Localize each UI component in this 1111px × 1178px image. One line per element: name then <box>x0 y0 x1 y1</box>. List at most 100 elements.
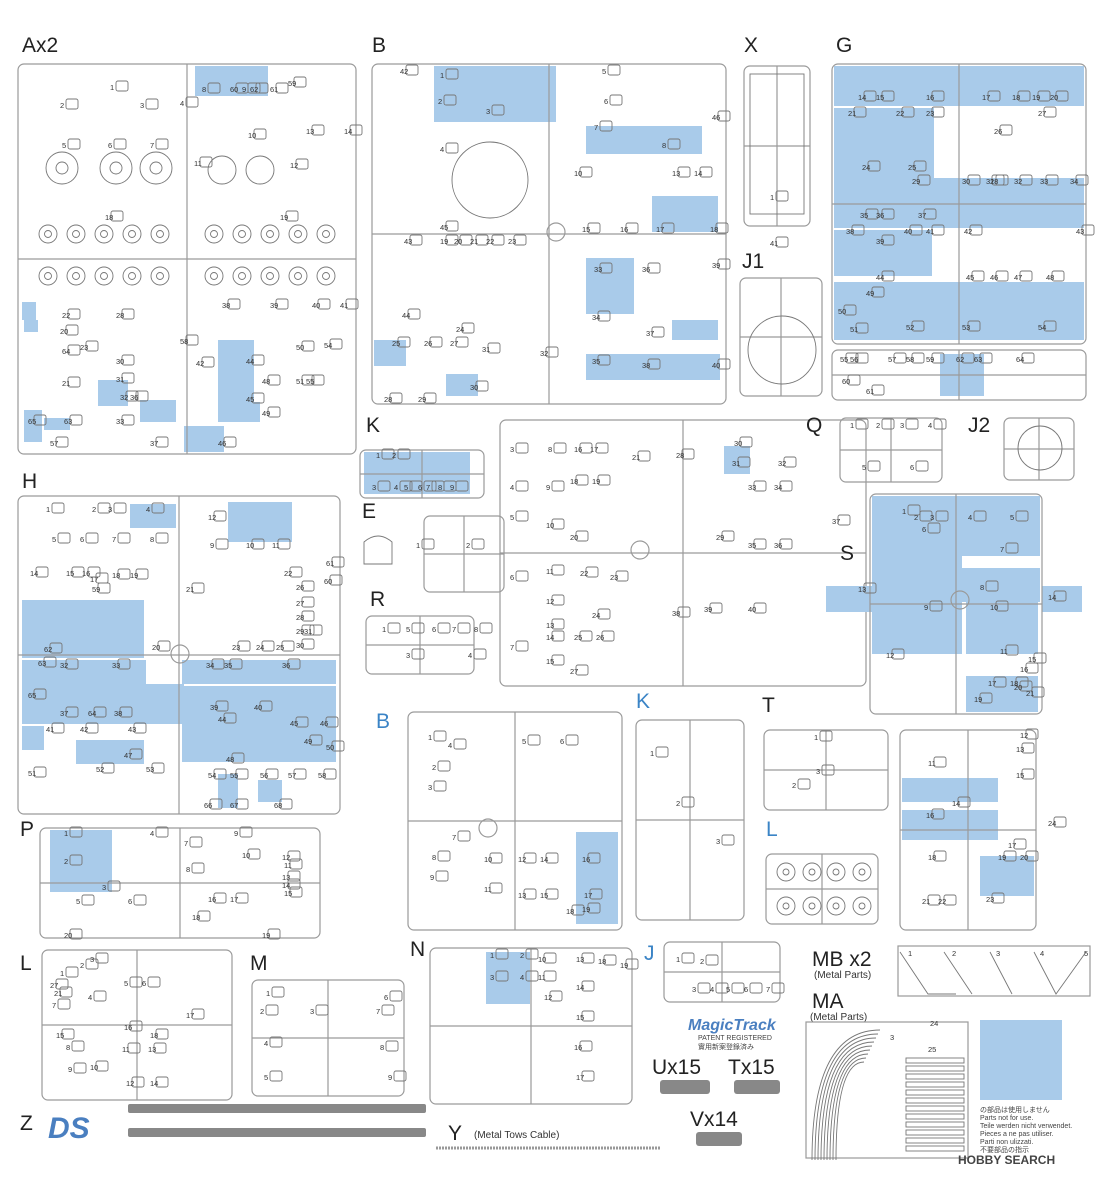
part-number: 50 <box>838 307 846 316</box>
turret-ring <box>747 315 817 385</box>
part-number: 62 <box>956 355 964 364</box>
part-outline <box>235 82 249 94</box>
fender-arc <box>817 1037 877 1161</box>
part-number: 13 <box>306 127 314 136</box>
metal-strip <box>905 1137 965 1144</box>
road-wheel-hub <box>238 230 246 238</box>
part-number: 22 <box>938 897 946 906</box>
part-number: 8 <box>150 535 154 544</box>
part-outline <box>597 608 611 620</box>
part-outline <box>969 224 983 236</box>
sprue-q: Q <box>806 414 943 483</box>
part-outline <box>445 234 459 246</box>
sprue-l2: L <box>765 818 879 925</box>
part-number: 21 <box>62 379 70 388</box>
part-number: 19 <box>582 905 590 914</box>
sprue-tr <box>899 729 1037 931</box>
part-number: 16 <box>208 895 216 904</box>
part-outline <box>571 904 585 916</box>
part-outline <box>235 768 249 780</box>
part-number: 6 <box>80 535 84 544</box>
part-number: 2 <box>60 101 64 110</box>
part-number: 3 <box>428 783 432 792</box>
part-outline <box>201 356 215 368</box>
sprue-label: Q <box>806 414 822 437</box>
vx-link <box>696 1132 742 1146</box>
part-number: 57 <box>888 355 896 364</box>
part-number: 15 <box>56 1031 64 1040</box>
part-number: 43 <box>128 725 136 734</box>
part-number: 22 <box>486 237 494 246</box>
part-outline <box>603 954 617 966</box>
sprue-x: X <box>743 34 811 227</box>
sprue-k2: K <box>635 690 745 921</box>
part-number: 11 <box>928 759 936 768</box>
part-outline <box>287 870 301 882</box>
part-outline <box>301 580 315 592</box>
ma-label: MA <box>812 990 844 1013</box>
part-number: 13 <box>672 169 680 178</box>
part-number: 3 <box>140 101 144 110</box>
part-number: 6 <box>108 141 112 150</box>
part-outline <box>515 480 529 492</box>
part-number: 1 <box>814 733 818 742</box>
part-outline <box>437 760 451 772</box>
part-number: 56 <box>260 771 268 780</box>
part-number: 14 <box>952 799 960 808</box>
part-outline <box>581 952 595 964</box>
part-outline <box>95 1060 109 1072</box>
return-roller-hub <box>782 868 790 876</box>
part-number: 15 <box>1016 771 1024 780</box>
metal-strip <box>905 1129 965 1136</box>
part-number: 24 <box>862 163 870 172</box>
part-number: 15 <box>284 889 292 898</box>
part-number: 18 <box>105 213 113 222</box>
road-wheel <box>232 266 252 286</box>
part-number: 6 <box>510 573 514 582</box>
part-number: 33 <box>116 417 124 426</box>
part-number: 20 <box>64 931 72 940</box>
part-outline <box>110 210 124 222</box>
part-number: 64 <box>88 709 96 718</box>
part-outline <box>931 808 945 820</box>
part-outline <box>301 340 315 352</box>
road-wheel-hub <box>72 230 80 238</box>
part-number: 38 <box>672 609 680 618</box>
part-number: 8 <box>438 483 442 492</box>
part-outline <box>117 568 131 580</box>
sprocket-hub <box>149 161 163 175</box>
tx-link <box>734 1080 780 1094</box>
part-number: 49 <box>262 409 270 418</box>
part-outline <box>1081 224 1095 236</box>
part-outline <box>289 566 303 578</box>
sprue-m: M <box>250 952 405 1097</box>
part-outline <box>523 888 537 900</box>
part-number: 29 <box>716 533 724 542</box>
part-outline <box>625 222 639 234</box>
part-outline <box>863 90 877 102</box>
road-wheel <box>66 266 86 286</box>
part-number: 9 <box>242 85 246 94</box>
road-wheel <box>232 224 252 244</box>
part-outline <box>65 324 79 336</box>
part-outline <box>967 174 981 186</box>
part-number: 37 <box>832 517 840 526</box>
part-number: 3 <box>310 1007 314 1016</box>
not-used-area <box>980 856 1034 896</box>
part-outline <box>919 510 933 522</box>
part-number: 20 <box>1050 93 1058 102</box>
part-outline <box>855 322 869 334</box>
part-number: 51 <box>850 325 858 334</box>
road-wheel-hub <box>72 272 80 280</box>
not-used-area <box>44 418 70 430</box>
part-number: 3 <box>692 985 696 994</box>
road-wheel-hub <box>156 272 164 280</box>
part-outline <box>1019 680 1033 692</box>
part-outline <box>589 888 603 900</box>
part-number: 2 <box>80 961 84 970</box>
part-number: 1 <box>770 193 774 202</box>
part-number: 53 <box>962 323 970 332</box>
part-number: 26 <box>596 633 604 642</box>
